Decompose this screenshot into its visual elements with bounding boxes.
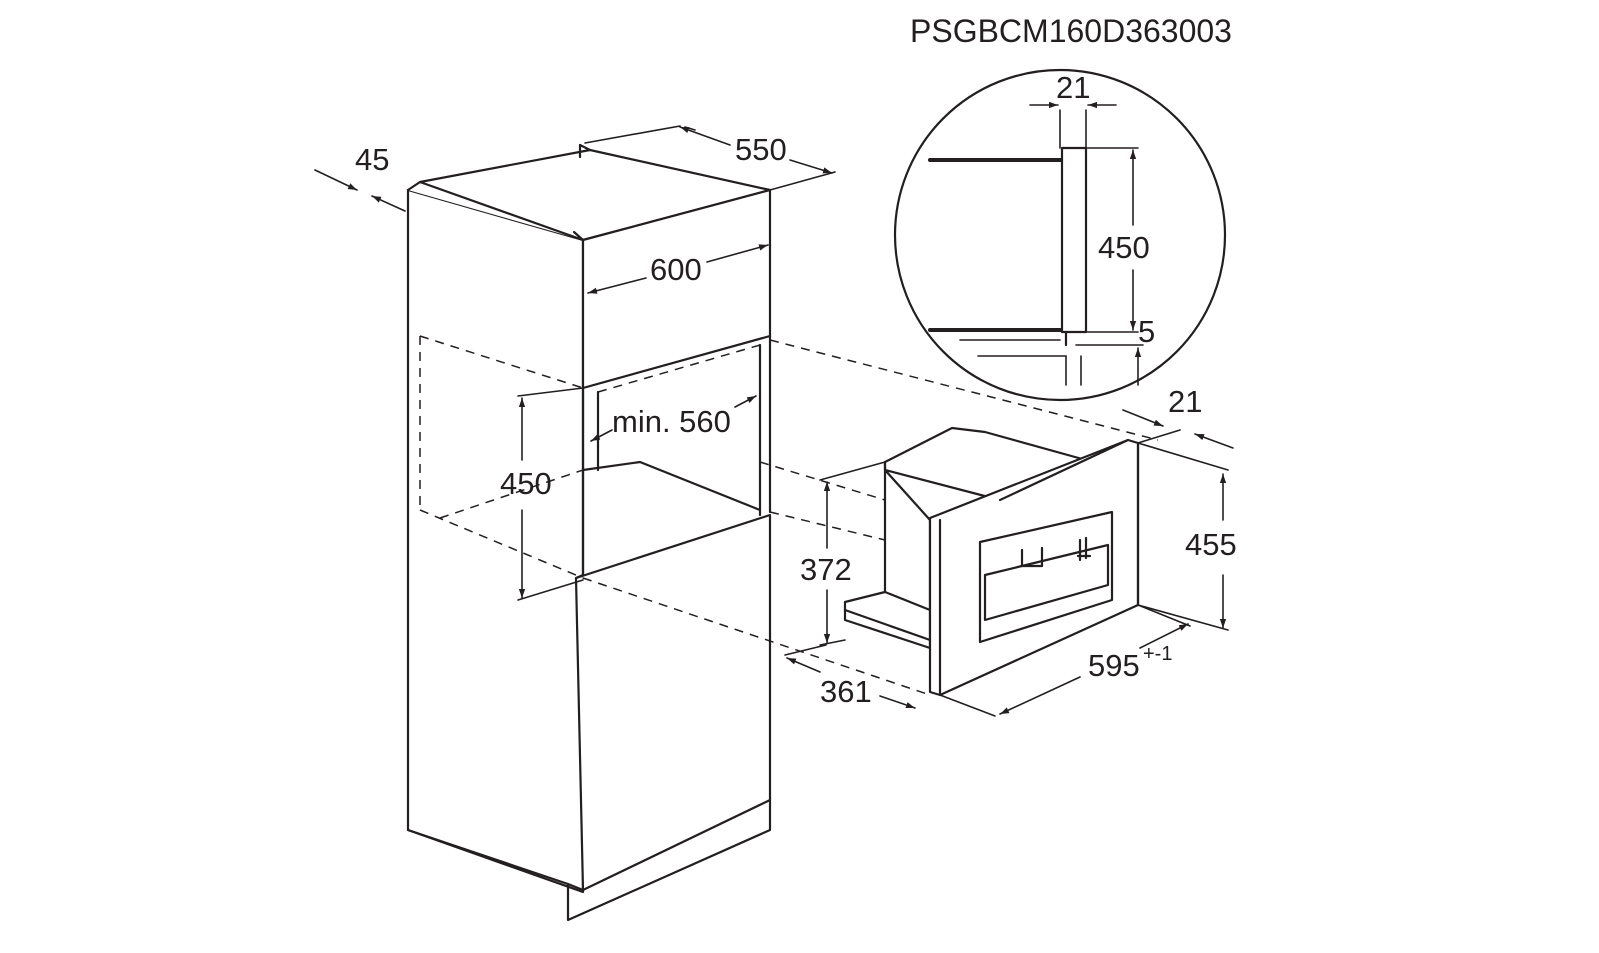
dim-min-560: min. 560 bbox=[612, 404, 731, 439]
document-code: PSGBCM160D363003 bbox=[910, 13, 1232, 49]
dim-372: 372 bbox=[800, 552, 852, 587]
dim-450-niche: 450 bbox=[500, 466, 552, 501]
detail-circle bbox=[893, 68, 1227, 402]
dim-455: 455 bbox=[1185, 527, 1237, 562]
dim-5-detail: 5 bbox=[1138, 314, 1155, 349]
cabinet-drawing bbox=[406, 143, 772, 922]
dim-600: 600 bbox=[650, 252, 702, 287]
dimension-arrows bbox=[314, 101, 1234, 717]
dim-595: 595 bbox=[1088, 648, 1140, 683]
dim-361: 361 bbox=[820, 674, 872, 709]
dim-595-tolerance: +-1 bbox=[1143, 643, 1172, 665]
dim-21-front: 21 bbox=[1168, 384, 1202, 419]
dim-45: 45 bbox=[355, 142, 389, 177]
dim-21-detail: 21 bbox=[1056, 70, 1090, 105]
dim-550: 550 bbox=[735, 132, 787, 167]
dim-450-detail: 450 bbox=[1098, 230, 1150, 265]
projection-lines bbox=[582, 339, 1159, 696]
